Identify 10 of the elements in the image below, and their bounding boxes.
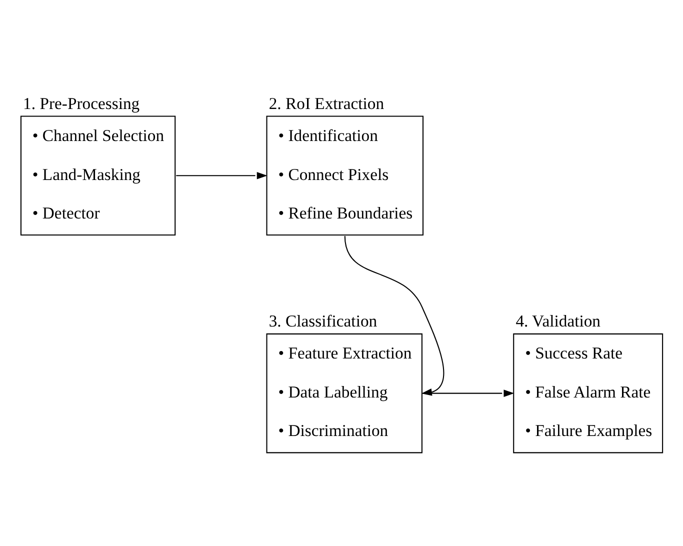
node-box: • Channel Selection • Land-Masking • Detector [20, 116, 176, 236]
arrow [423, 390, 514, 397]
node-label: 4. Validation [516, 311, 601, 330]
arrow [176, 172, 268, 180]
node-box: • Success Rate • False Alarm Rate • Failure Examples [513, 333, 664, 454]
node-label: 1. Pre-Processing [23, 94, 140, 113]
node-box: • Identification • Connect Pixels • Refine Boundaries [266, 116, 424, 236]
node-label: 3. Classification [268, 311, 378, 330]
node-box: • Feature Extraction • Data Labelling • Discrimination [266, 333, 422, 454]
node-label: 2. RoI Extraction [268, 94, 384, 113]
